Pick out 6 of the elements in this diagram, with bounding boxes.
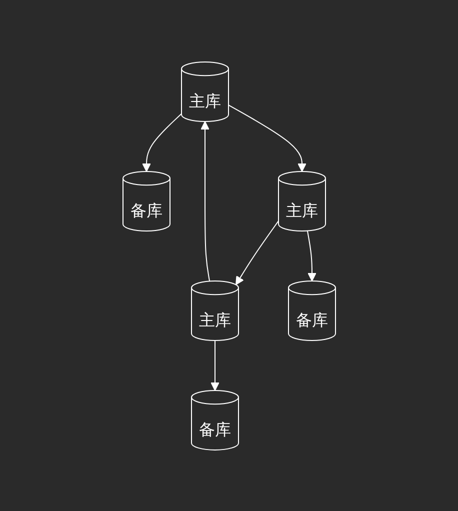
arrow: [228, 104, 306, 172]
arrow: [210, 339, 220, 390]
arrow: [142, 112, 182, 172]
arrow: [235, 220, 279, 285]
arrow: [306, 230, 316, 281]
arrow: [200, 120, 210, 282]
